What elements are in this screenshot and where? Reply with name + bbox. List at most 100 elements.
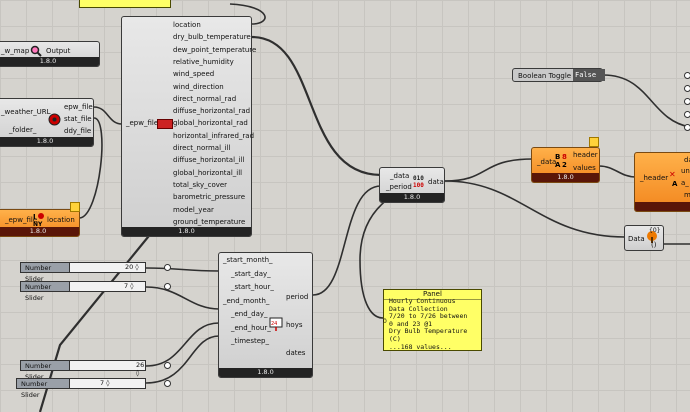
panel-line: (C) (389, 335, 401, 343)
analysis-input-end-hour: _end_hour_ (231, 323, 271, 332)
slider-name: Number Slider (16, 378, 70, 399)
version-bar: 1.8.0 (380, 193, 444, 202)
analysis-input-timestep: _timestep_ (231, 337, 269, 345)
header-output: header (573, 151, 598, 159)
slider-grip[interactable] (164, 264, 171, 271)
number-slider-start-day[interactable]: Number Slider 20 ◊ (20, 262, 171, 283)
analysis-input-end-day: _end_day_ (231, 310, 268, 318)
period-input: _period (386, 183, 412, 191)
version-bar: 1.8.0 (0, 227, 79, 236)
epw-output-diffuse-horizontal-ill: diffuse_horizontal_ill (173, 156, 245, 165)
slider-name: Number Slider (20, 281, 70, 302)
panel-line: ...168 values... (389, 342, 452, 351)
boolean-toggle-value[interactable]: False (573, 69, 605, 81)
slider-value: 7 ◊ (100, 379, 110, 387)
version-bar: 1.8.0 (0, 57, 99, 66)
epw-file-input: _epw_file (126, 119, 159, 127)
ddy-file-output: ddy_file (64, 127, 92, 135)
location-epw-input: _epw_file (5, 216, 38, 224)
header-output-4: me (684, 191, 690, 199)
svg-text:B: B (555, 153, 560, 161)
slider-grip[interactable] (164, 283, 171, 290)
version-bar: 1.8.0 (0, 137, 93, 146)
number-slider-end-month[interactable]: Number Slider 7 ◊ (16, 378, 171, 399)
header-icon: ✕A (669, 169, 679, 188)
analysis-input-start-hour: _start_hour_ (231, 283, 274, 291)
epw-output-direct-normal-rad: direct_normal_rad (173, 94, 237, 103)
header-output-3: a_ (681, 179, 689, 187)
slider-track[interactable] (69, 281, 146, 292)
hoys-output: hoys (286, 321, 303, 329)
port-dot[interactable] (684, 72, 690, 79)
version-bar: 1.8.0 (219, 368, 312, 377)
port-dot[interactable] (684, 124, 690, 131)
location-output: location (47, 216, 75, 224)
slider-track[interactable] (69, 378, 146, 389)
header-input: _header (640, 174, 669, 182)
analysis-input-start-day: _start_day_ (231, 269, 271, 278)
slider-name: Number Slider (20, 360, 70, 381)
svg-text:I: I (33, 213, 36, 221)
deconstruct-data-input: _data (537, 158, 557, 166)
map-component-output: Output (46, 47, 71, 55)
number-slider-start-month[interactable]: Number Slider 7 ◊ (20, 281, 171, 302)
epw-output-total-sky-cover: total_sky_cover (173, 180, 228, 189)
version-bar: 1.8.0 (532, 173, 599, 182)
port-dot[interactable] (684, 85, 690, 92)
slider-track[interactable] (69, 262, 146, 273)
slider-track[interactable] (69, 360, 146, 371)
epw-file-output: epw_file (64, 103, 93, 111)
number-slider-end-day[interactable]: Number Slider 26 ◊ (20, 360, 171, 381)
panel-line: 7/20 to 7/26 between (389, 312, 468, 321)
svg-text:✕: ✕ (669, 170, 676, 179)
panel-line: Data Collection (389, 304, 448, 313)
boolean-toggle-name: Boolean Toggle (518, 72, 572, 80)
port-dot[interactable] (684, 98, 690, 105)
period-output: period (286, 293, 309, 301)
download-weather-component[interactable]: _weather_URL _folder_ epw_file stat_file… (0, 98, 94, 147)
header-output-2: un (681, 167, 690, 175)
panel-line: Hourly Continuous (389, 297, 456, 305)
epw-import-icon (157, 119, 173, 129)
port-dot[interactable] (684, 111, 690, 118)
svg-text:2: 2 (562, 161, 567, 168)
data-param-component[interactable]: Data {0} () (624, 225, 664, 251)
epw-output-horizontal-infrared-rad: horizontal_infrared_rad (173, 131, 255, 140)
svg-text:8: 8 (562, 153, 567, 161)
deconstruct-header-component[interactable]: _header ✕A da un a_ me (634, 152, 690, 212)
epw-output-wind-direction: wind_direction (173, 82, 224, 91)
folder-input: _folder_ (9, 126, 37, 134)
weather-url-input: _weather_URL (1, 108, 51, 116)
tree-icon (645, 231, 659, 243)
svg-text:A: A (672, 180, 678, 187)
epw-output-dry-bulb-temperature: dry_bulb_temperature (173, 33, 251, 42)
analysis-period-component[interactable]: _start_month_ _start_day_ _start_hour_ _end… (218, 252, 313, 378)
svg-text:NY: NY (33, 221, 43, 226)
note-flag (70, 202, 80, 212)
top-panel-partial[interactable] (79, 0, 171, 8)
note-flag (589, 137, 599, 147)
map-component[interactable]: _w_map Output 1.8.0 (0, 41, 100, 67)
calendar-icon: 24 (269, 317, 283, 331)
dates-output: dates (286, 349, 306, 357)
svg-text:100: 100 (413, 182, 424, 188)
epw-output-relative-humidity: relative_humidity (173, 57, 234, 66)
version-bar: 1.8.0 (122, 227, 251, 236)
panel-title: Panel (384, 290, 481, 300)
slider-grip[interactable] (164, 380, 171, 387)
data-param-label: Data (628, 235, 645, 243)
epw-output-global-horizontal-ill: global_horizontal_ill (173, 168, 243, 177)
boolean-toggle[interactable]: Boolean Toggle False (512, 68, 605, 82)
slider-grip[interactable] (164, 362, 171, 369)
analysis-input-start-month: _start_month_ (223, 256, 273, 264)
panel-line: Dry Bulb Temperature (389, 327, 468, 336)
epw-output-model-year: model_year (173, 205, 214, 214)
